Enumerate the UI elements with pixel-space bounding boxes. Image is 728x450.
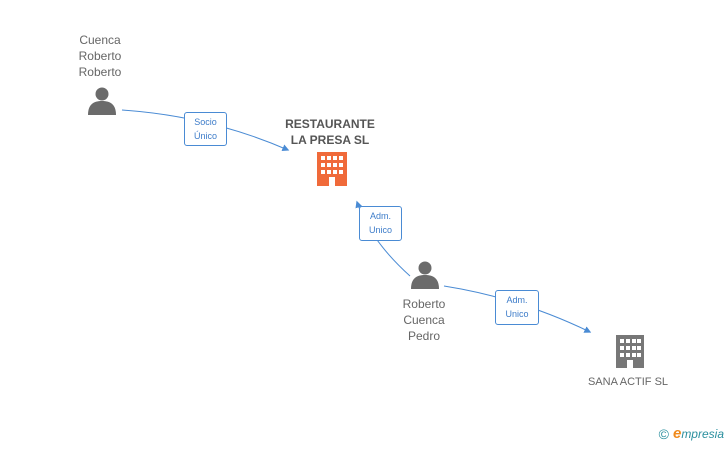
edge-label-adm2[interactable]: Adm. Unico <box>495 290 539 325</box>
building-icon[interactable] <box>616 335 644 368</box>
person-icon[interactable] <box>411 261 439 290</box>
edge-label-socio[interactable]: Socio Único <box>184 112 227 146</box>
company-label-sana[interactable]: SANA ACTIF SL <box>587 376 669 388</box>
brand-initial: e <box>672 425 682 442</box>
person-label-top[interactable]: Cuenca Roberto Roberto <box>78 33 122 79</box>
building-icon[interactable] <box>317 152 347 186</box>
person-icon[interactable] <box>88 87 116 116</box>
company-label-main[interactable]: RESTAURANTE LA PRESA SL <box>285 117 375 147</box>
person-label-mid[interactable]: Roberto Cuenca Pedro <box>402 297 446 343</box>
copyright-icon: © <box>658 425 669 442</box>
edge-label-adm1[interactable]: Adm. Unico <box>359 206 402 241</box>
brand-name: mpresia <box>681 426 724 441</box>
brand-logo[interactable]: © e mpresia <box>659 425 724 442</box>
